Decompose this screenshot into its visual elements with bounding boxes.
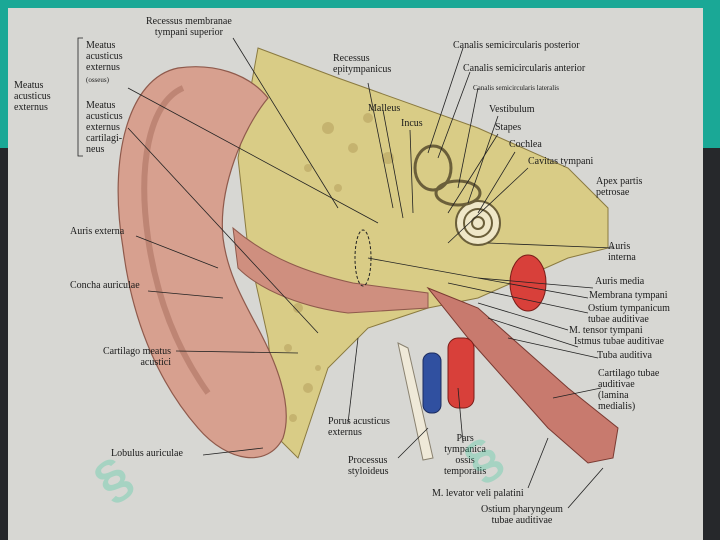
- label-cartilago-meatus: Cartilago meatus acustici: [102, 346, 171, 368]
- label-istmus: Istmus tubae auditivae: [574, 336, 664, 347]
- tympanic-membrane: [354, 229, 372, 287]
- ear-anatomy-illustration: [77, 37, 619, 509]
- diagram-card: Recessus membranae tympani superior Meat…: [8, 8, 703, 540]
- label-vestibulum: Vestibulum: [489, 104, 535, 115]
- label-auris-externa: Auris externa: [70, 226, 125, 237]
- helix-fold: [141, 85, 211, 395]
- label-canalis-posterior: Canalis semicircularis posterior: [453, 40, 580, 51]
- label-concha: Concha auriculae: [70, 280, 140, 291]
- label-levator: M. levator veli palatini: [432, 488, 524, 499]
- semicircular-canals: [413, 144, 482, 207]
- label-meatus-osseus: Meatus acusticus externus: [86, 40, 123, 73]
- styloid-process: [397, 342, 434, 461]
- artery-lower: [447, 337, 475, 409]
- temporal-bone: [237, 47, 609, 459]
- label-processus: Processus styloideus: [348, 455, 389, 477]
- artery-vessel: [509, 254, 547, 312]
- label-canalis-anterior: Canalis semicircularis anterior: [463, 63, 586, 74]
- meatus-bracket: [77, 37, 83, 157]
- label-malleus: Malleus: [368, 103, 401, 114]
- label-auris-media: Auris media: [595, 276, 645, 287]
- label-cochlea: Cochlea: [509, 139, 542, 150]
- vein-lower: [422, 352, 442, 414]
- label-pars-tympanica: Pars tympanica ossis temporalis: [444, 433, 487, 477]
- label-tuba-auditiva: Tuba auditiva: [597, 350, 652, 361]
- label-stapes: Stapes: [495, 122, 522, 133]
- leader-lines: [127, 37, 614, 509]
- auditory-tube: [426, 286, 619, 464]
- label-ostium-pharyngeum: Ostium pharyngeum tubae auditivae: [481, 504, 563, 526]
- bone-texture: [284, 113, 394, 422]
- label-recessus-epitympanicus: Recessus epitympanicus: [333, 53, 392, 75]
- label-recessus-membranae: Recessus membranae tympani superior: [146, 16, 232, 38]
- ear-canal: [232, 226, 429, 314]
- label-ostium-tympanicum: Ostium tympanicum tubae auditivae: [588, 303, 670, 325]
- label-cavitas-tympani: Cavitas tympani: [528, 156, 594, 167]
- label-meatus-group: Meatus acusticus externus: [14, 80, 51, 113]
- label-apex-partis: Apex partis petrosae: [596, 176, 643, 198]
- label-cartilago-tubae: Cartilago tubae auditivae (lamina medial…: [598, 368, 660, 412]
- cochlea-spiral: [455, 200, 501, 246]
- label-membrana-tympani: Membrana tympani: [589, 290, 668, 301]
- label-lobulus: Lobulus auriculae: [111, 448, 183, 459]
- label-meatus-cartilagineus: Meatus acusticus externus cartilagi- neu…: [86, 100, 123, 155]
- label-porus: Porus acusticus externus: [328, 416, 390, 438]
- label-auris-interna: Auris interna: [608, 241, 636, 263]
- label-osseus-note: (osseus): [86, 76, 109, 84]
- label-tensor-tympani: M. tensor tympani: [569, 325, 643, 336]
- label-incus: Incus: [401, 118, 423, 129]
- label-canalis-lateralis: Canalis semicircularis lateralis: [473, 84, 559, 92]
